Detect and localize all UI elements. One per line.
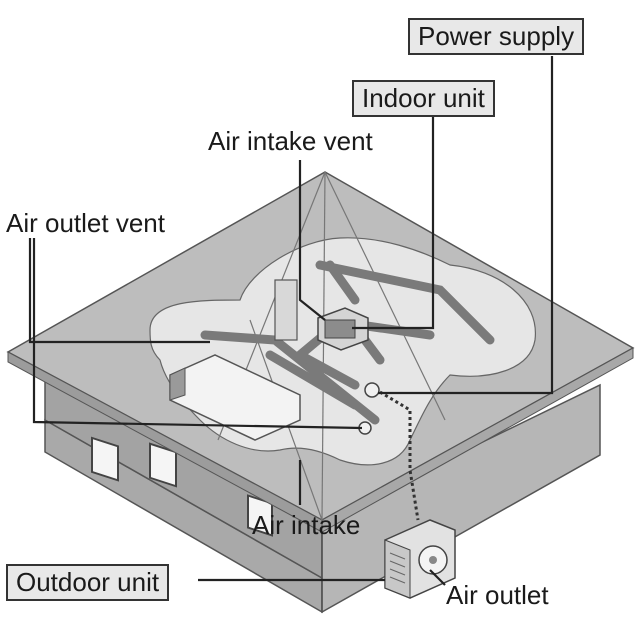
leader-lines xyxy=(28,56,554,586)
label-air-intake: Air intake xyxy=(252,510,361,540)
label-power-supply: Power supply xyxy=(408,18,585,55)
label-indoor-unit: Indoor unit xyxy=(352,80,495,117)
roof-edge-right xyxy=(321,347,634,533)
refrigerant-pipe xyxy=(379,390,420,521)
window-3 xyxy=(247,494,273,537)
windows xyxy=(91,436,273,537)
window-2 xyxy=(149,442,177,488)
label-air-intake-vent: Air intake vent xyxy=(208,126,373,156)
label-outdoor-unit: Outdoor unit xyxy=(6,564,170,601)
label-air-outlet: Air outlet xyxy=(446,580,549,610)
indoor-unit-body xyxy=(317,307,369,351)
label-air-outlet-vent: Air outlet vent xyxy=(6,208,165,238)
window-1 xyxy=(91,436,119,482)
